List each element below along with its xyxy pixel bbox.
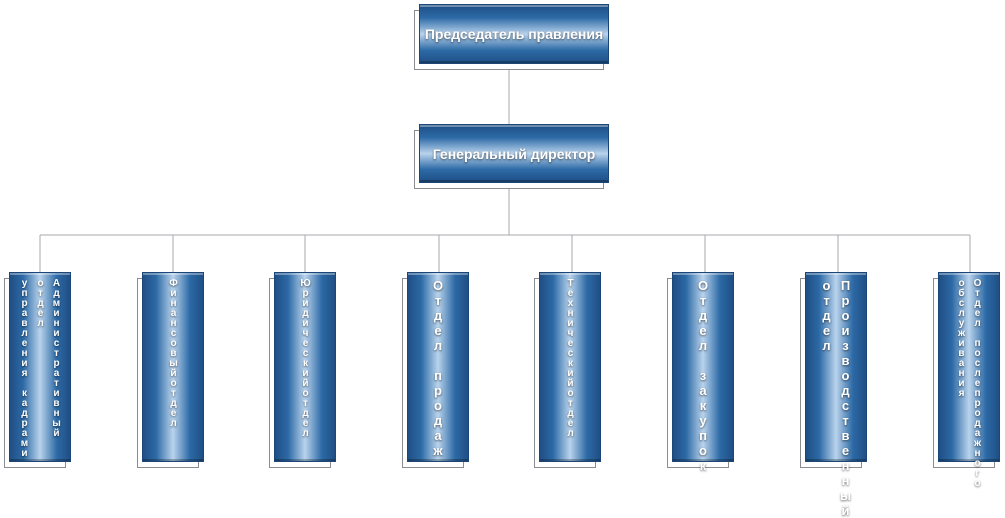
dept-label: Техническийотдел <box>539 278 601 458</box>
dept-node-face <box>407 272 469 462</box>
chairman-node-face <box>419 4 609 64</box>
dept-label: Отдел продаж <box>407 278 469 458</box>
dept-node-legal: Юридическийотдел <box>269 272 336 468</box>
dept-node-face <box>274 272 336 462</box>
dept-label-line: отдел <box>35 278 46 328</box>
dept-node-face <box>672 272 734 462</box>
dept-label: Юридическийотдел <box>274 278 336 458</box>
dept-label: Производственный отдел <box>805 278 867 518</box>
dept-node-face <box>539 272 601 462</box>
dept-node-face <box>9 272 71 462</box>
dept-label: Отдел послепродажного обслуживания <box>938 278 1000 488</box>
dept-node-admin-hr: Административный отдел управления кадрам… <box>4 272 71 468</box>
dept-node-finance: Финансовыйотдел <box>137 272 204 468</box>
dept-label-line: Техническийотдел <box>565 278 576 438</box>
dept-node-face <box>142 272 204 462</box>
dept-node-procurement: Отдел закупок <box>667 272 734 473</box>
dept-label-line: Отдел послепродажного <box>972 278 983 488</box>
dept-label-line: Отдел продаж <box>430 278 446 458</box>
dept-node-production: Производственный отдел <box>800 272 867 518</box>
dept-label-line: Отдел закупок <box>695 278 711 473</box>
dept-label-line: Административный <box>51 278 62 438</box>
director-label: Генеральный директор <box>432 145 596 162</box>
dept-node-face <box>805 272 867 462</box>
dept-label: Финансовыйотдел <box>142 278 204 458</box>
dept-label-line: обслуживания <box>956 278 967 398</box>
chairman-label: Председатель правления <box>424 26 604 42</box>
dept-label-line: Юридическийотдел <box>300 278 311 438</box>
dept-node-technical: Техническийотдел <box>534 272 601 468</box>
dept-node-face <box>938 272 1000 462</box>
dept-node-sales: Отдел продаж <box>402 272 469 468</box>
dept-node-after-sales: Отдел послепродажного обслуживания <box>933 272 1000 488</box>
dept-label-line: управления кадрами <box>19 278 30 458</box>
org-connectors <box>39 66 971 272</box>
director-node: Генеральный директор <box>414 124 609 189</box>
chairman-node: Председатель правления <box>414 4 609 70</box>
dept-label-line: Финансовыйотдел <box>168 278 179 428</box>
dept-label-line: отдел <box>819 278 834 353</box>
dept-label-line: Производственный <box>838 278 853 518</box>
director-node-face <box>419 124 609 183</box>
dept-label: Отдел закупок <box>672 278 734 473</box>
dept-label: Административный отдел управления кадрам… <box>9 278 71 458</box>
